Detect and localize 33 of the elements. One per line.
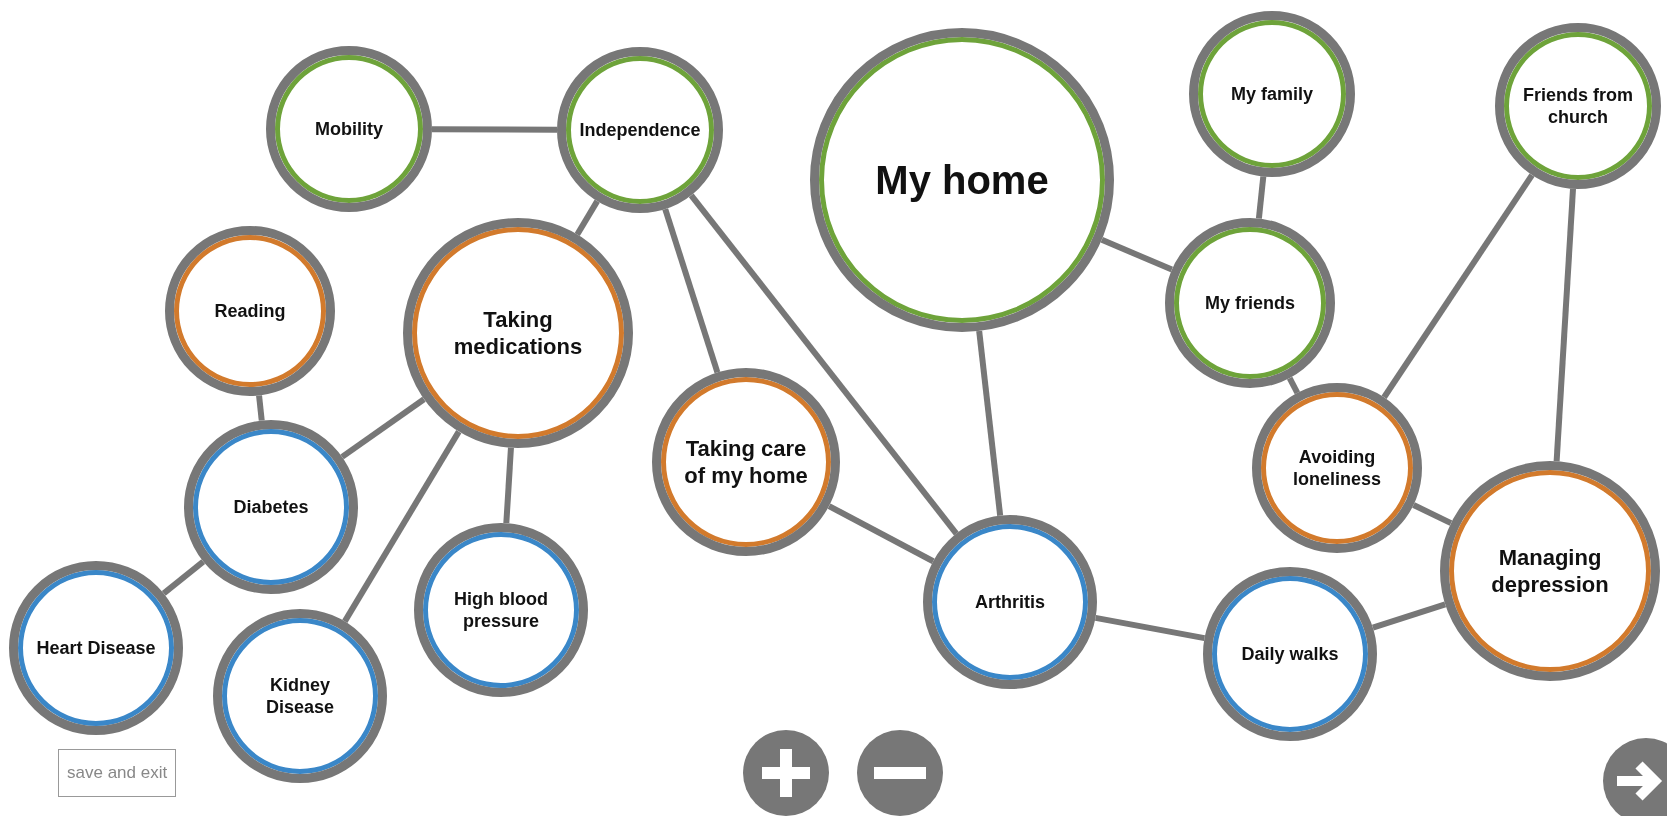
connector-line [827,503,935,564]
connector-line [432,126,557,133]
node-label: Mobility [315,117,383,141]
node-label: Independence [579,118,701,142]
node-label: Diabetes [233,495,309,519]
node-label: My friends [1205,291,1295,315]
node-label: Taking care of my home [683,434,809,490]
connector-line [340,396,426,460]
node-label: Arthritis [975,590,1045,614]
node-label: Avoiding loneliness [1292,445,1382,491]
node-label: My family [1231,82,1313,106]
node-label: Friends from church [1522,83,1634,129]
connector-line [574,199,600,236]
connector-line [688,193,959,536]
connector-line [256,395,265,421]
node-label: My home [875,157,1049,204]
node-label: Reading [214,299,286,323]
connector-line [1287,376,1300,395]
node-label: Heart Disease [36,636,156,660]
node-label: Taking medications [452,305,584,361]
connector-line [1553,188,1576,462]
node-label: Kidney Disease [264,673,336,719]
connector-line [503,447,514,524]
connector-line [1255,176,1267,219]
connector-line [161,559,206,596]
node-label: Managing depression [1490,543,1610,599]
node-label: Daily walks [1241,642,1339,666]
connector-line [342,430,462,623]
connector-line [1095,614,1205,642]
connector-line [976,330,1004,516]
save-button: save and exit [58,749,177,797]
connector-line [1381,173,1535,399]
node-label: High blood pressure [453,587,549,633]
